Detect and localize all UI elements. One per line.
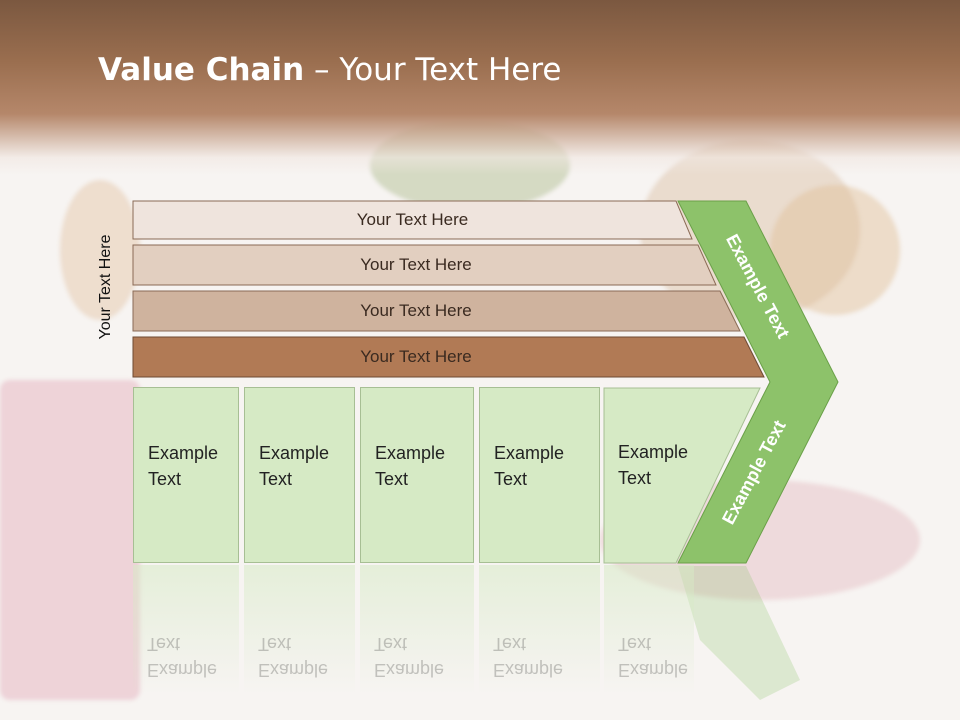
box-5-reflection: Example Text bbox=[604, 565, 694, 695]
bar-2-shape bbox=[132, 244, 717, 286]
box-4-reflection-text: Example Text bbox=[493, 631, 563, 683]
box-4-refl-line2: Text bbox=[493, 634, 527, 654]
chevron-reflection bbox=[678, 566, 800, 700]
box-3-refl-line1: Example bbox=[374, 660, 445, 680]
box-5-reflection-text: Example Text bbox=[618, 631, 688, 683]
bar-4-label: Your Text Here bbox=[360, 347, 472, 366]
box-5-line1: Example bbox=[618, 442, 689, 462]
box-4-line1: Example bbox=[494, 443, 565, 463]
side-label: Your Text Here bbox=[97, 234, 114, 340]
title-rest: – Your Text Here bbox=[304, 52, 562, 88]
box-3-line2: Text bbox=[375, 469, 409, 489]
box-3-refl-line2: Text bbox=[374, 634, 408, 654]
box-3-reflection-text: Example Text bbox=[374, 631, 444, 683]
box-2-reflection: Example Text bbox=[244, 565, 355, 695]
bar-1: Your Text Here bbox=[133, 201, 692, 239]
header-band bbox=[0, 0, 960, 175]
box-1-reflection: Example Text bbox=[133, 565, 239, 695]
box-5-refl-line1: Example bbox=[618, 660, 689, 680]
box-5-slant-shape bbox=[603, 387, 761, 564]
box-2-refl-line1: Example bbox=[258, 660, 329, 680]
title-bold: Value Chain bbox=[98, 52, 305, 88]
box-1-reflection-text: Example Text bbox=[147, 631, 217, 683]
box-2-line2: Text bbox=[259, 469, 293, 489]
box-2-reflection-text: Example Text bbox=[258, 631, 328, 683]
bar-3-shape bbox=[132, 290, 741, 332]
box-4-line2: Text bbox=[494, 469, 528, 489]
box-5-line2: Text bbox=[618, 468, 652, 488]
bar-2-label: Your Text Here bbox=[360, 255, 472, 274]
box-3-reflection: Example Text bbox=[360, 565, 474, 695]
box-4-reflection: Example Text bbox=[479, 565, 600, 695]
box-1-line2: Text bbox=[148, 469, 182, 489]
bar-2: Your Text Here bbox=[133, 246, 699, 284]
chevron-arrow bbox=[677, 200, 839, 564]
box-2-line1: Example bbox=[259, 443, 330, 463]
bar-1-shape bbox=[132, 200, 693, 240]
box-1-refl-line1: Example bbox=[147, 660, 218, 680]
box-4-refl-line1: Example bbox=[493, 660, 564, 680]
decor-foundation-swatch bbox=[60, 180, 140, 320]
bar-4: Your Text Here bbox=[133, 338, 699, 376]
bar-1-label: Your Text Here bbox=[356, 210, 469, 229]
bar-3-label: Your Text Here bbox=[360, 301, 472, 320]
slide-title: Value Chain – Your Text Here bbox=[98, 52, 561, 88]
box-5-refl-line2: Text bbox=[618, 634, 652, 654]
bar-4-shape bbox=[132, 336, 765, 378]
decor-pink-palette bbox=[0, 380, 140, 700]
box-3-line1: Example bbox=[375, 443, 446, 463]
box-1-line1: Example bbox=[148, 443, 219, 463]
box-1-refl-line2: Text bbox=[147, 634, 181, 654]
bar-3: Your Text Here bbox=[133, 292, 699, 330]
box-2-refl-line2: Text bbox=[258, 634, 292, 654]
